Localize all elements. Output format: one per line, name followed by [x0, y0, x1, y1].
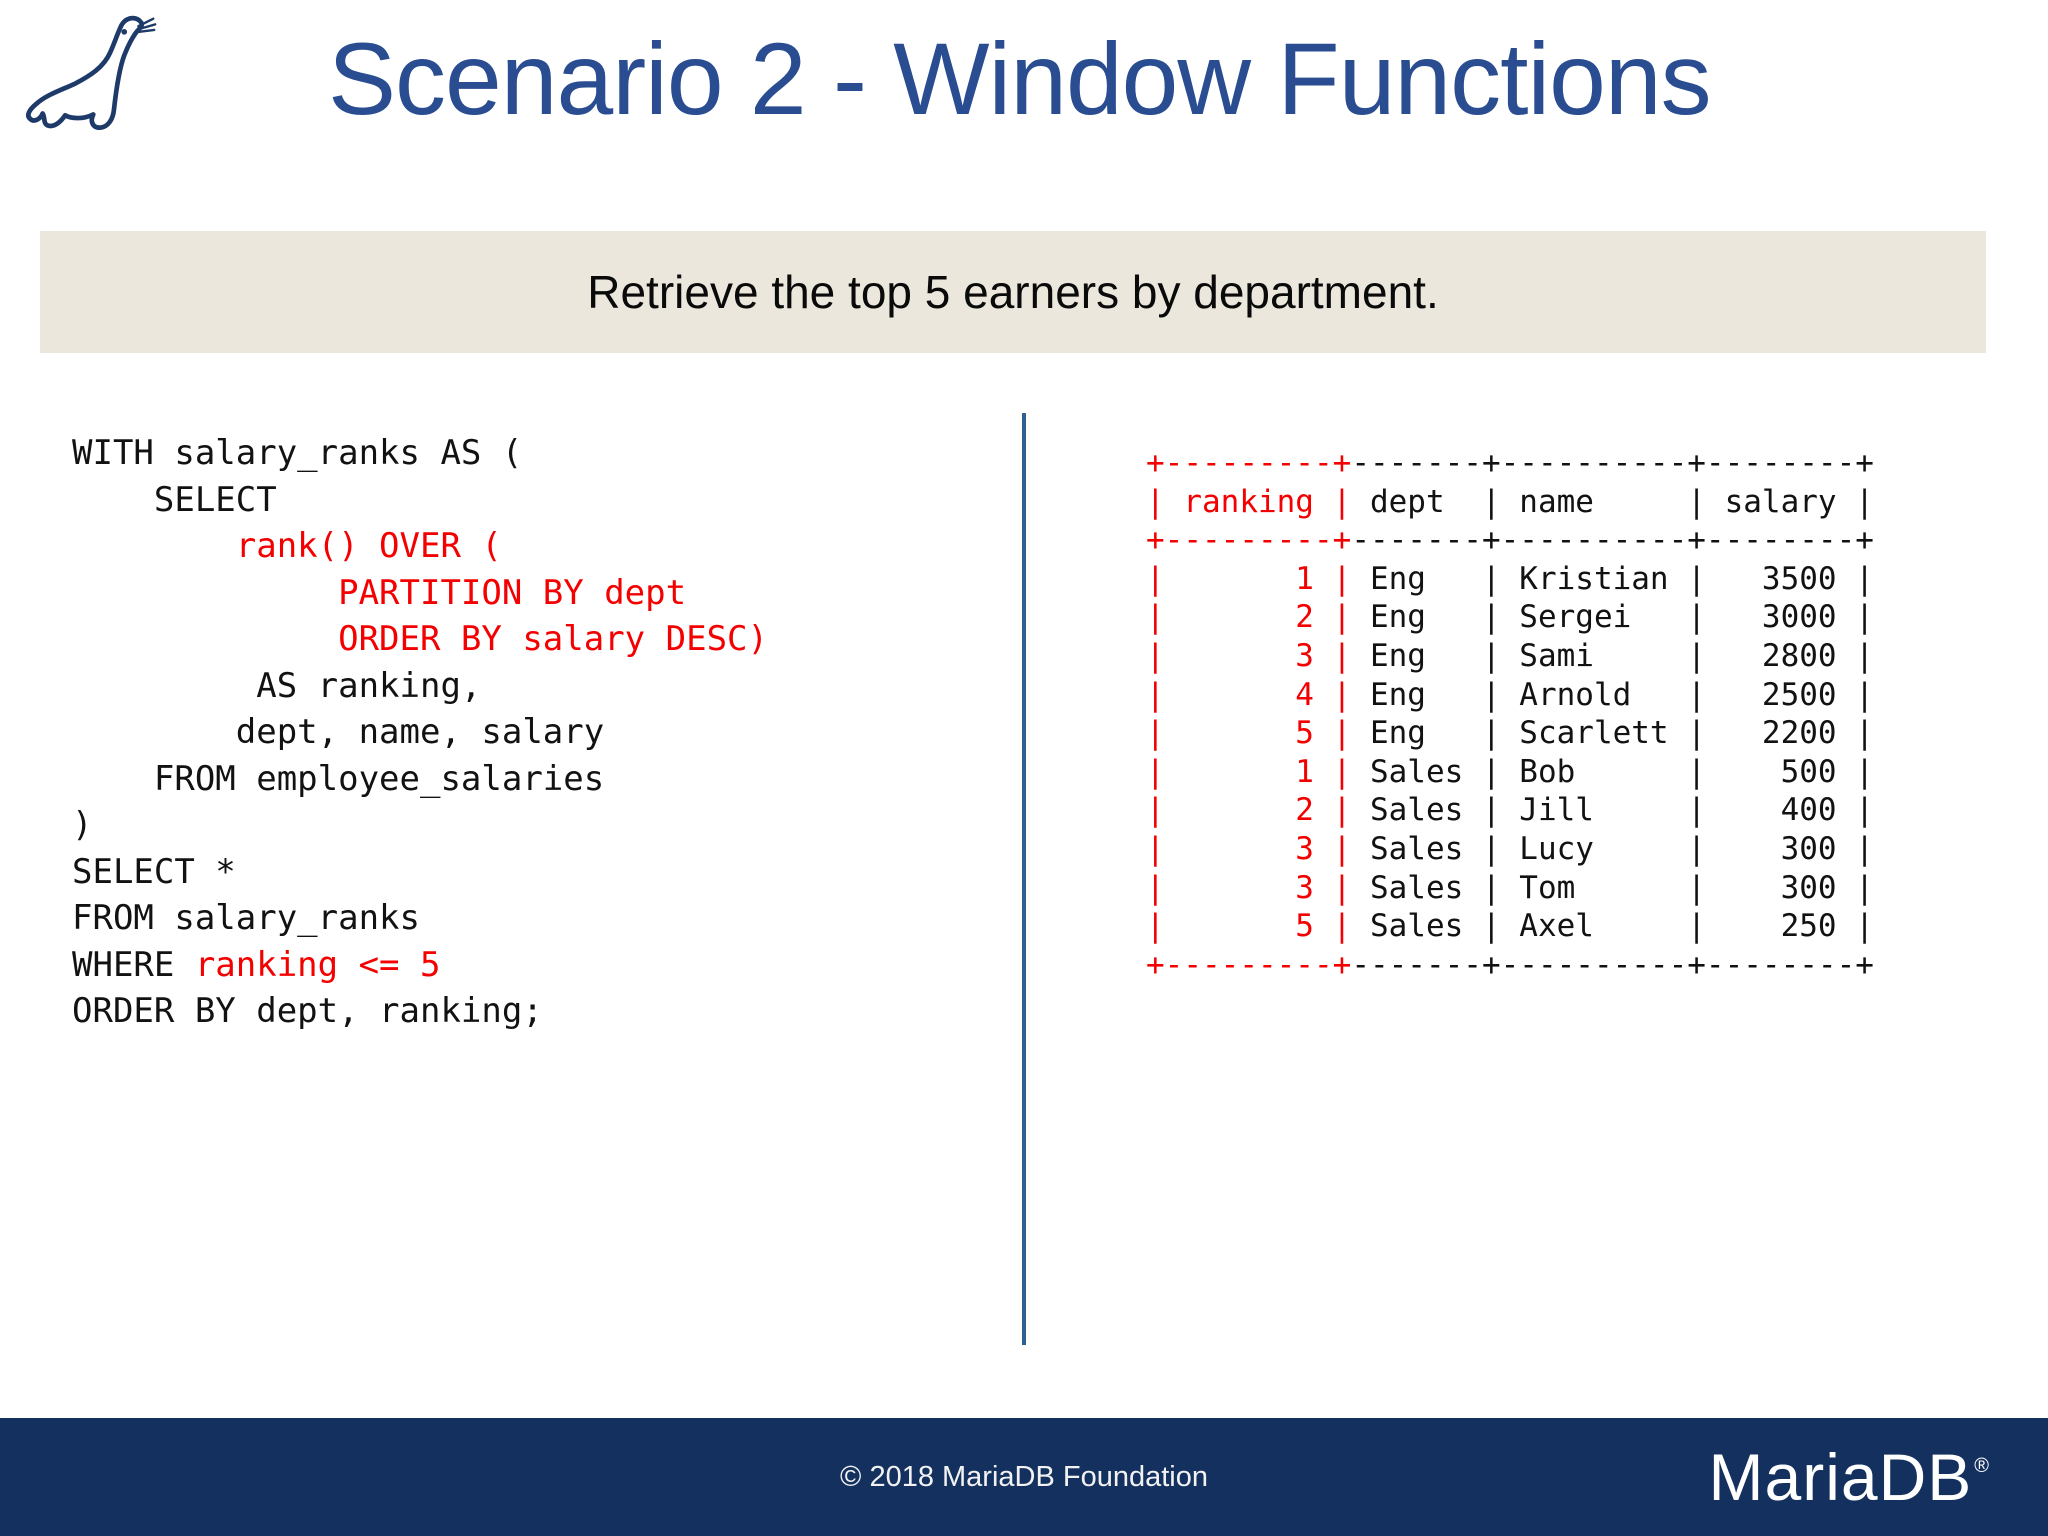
vertical-divider: [1022, 413, 1026, 1345]
query-result-table: +---------+-------+----------+--------+|…: [1146, 445, 1874, 983]
mariadb-wordmark-text: MariaDB: [1708, 1440, 1973, 1514]
registered-trademark-symbol: ®: [1974, 1455, 1990, 1477]
subtitle-text: Retrieve the top 5 earners by department…: [587, 266, 1439, 318]
copyright-text: © 2018 MariaDB Foundation: [840, 1460, 1208, 1493]
slide-title: Scenario 2 - Window Functions: [328, 22, 1712, 136]
footer-bar: © 2018 MariaDB Foundation MariaDB®: [0, 1418, 2048, 1536]
sql-code-block: WITH salary_ranks AS ( SELECT rank() OVE…: [72, 433, 768, 1031]
mariadb-seal-icon: [26, 15, 157, 130]
mariadb-wordmark: MariaDB®: [1709, 1439, 1990, 1515]
subtitle-banner: Retrieve the top 5 earners by department…: [40, 231, 1986, 353]
